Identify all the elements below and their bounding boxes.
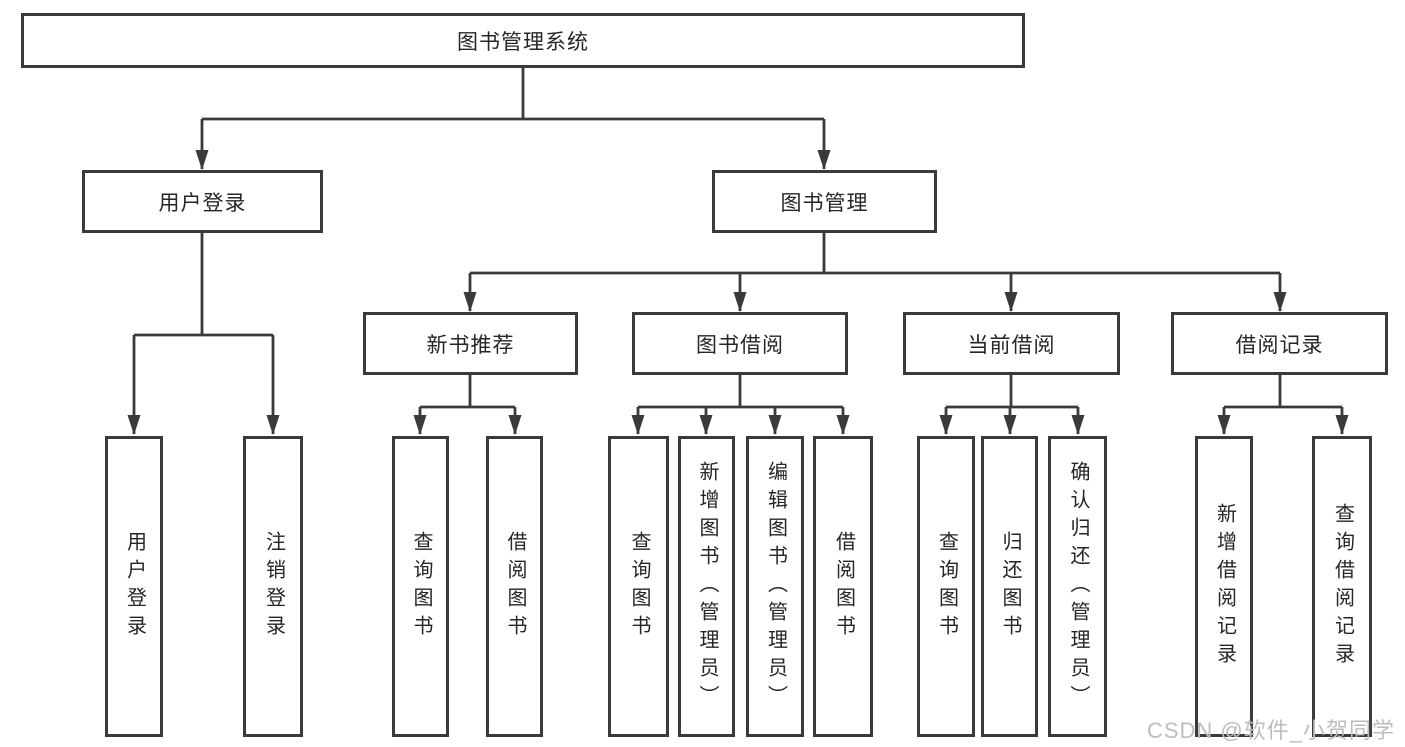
leaf-add-book-admin-label: 新增图书（管理员） [696, 460, 718, 713]
node-borrow-record: 借阅记录 [1171, 312, 1388, 375]
node-root: 图书管理系统 [21, 13, 1025, 68]
node-book-borrow-label: 图书借阅 [696, 333, 784, 357]
node-current-borrow: 当前借阅 [903, 312, 1120, 375]
node-book-management: 图书管理 [712, 170, 937, 233]
leaf-confirm-return-admin-label: 确认归还（管理员） [1067, 460, 1089, 713]
node-root-label: 图书管理系统 [457, 30, 589, 54]
node-new-book-recommend: 新书推荐 [363, 312, 578, 375]
leaf-return-book-label: 归还图书 [999, 530, 1021, 643]
leaf-query-book-3-label: 查询图书 [935, 530, 958, 643]
leaf-add-borrow-record-label: 新增借阅记录 [1213, 502, 1236, 671]
node-book-management-label: 图书管理 [780, 191, 869, 215]
leaf-add-borrow-record: 新增借阅记录 [1195, 436, 1253, 737]
leaf-return-book: 归还图书 [981, 436, 1038, 737]
leaf-logout: 注销登录 [243, 436, 303, 737]
leaf-query-borrow-record-label: 查询借阅记录 [1331, 502, 1354, 671]
node-book-borrow: 图书借阅 [632, 312, 848, 375]
leaf-borrow-book-2-label: 借阅图书 [832, 530, 855, 643]
node-user-login: 用户登录 [82, 170, 323, 233]
leaf-edit-book-admin: 编辑图书（管理员） [746, 436, 804, 737]
leaf-query-book-1-label: 查询图书 [410, 530, 432, 643]
leaf-borrow-book-1: 借阅图书 [486, 436, 543, 737]
leaf-logout-label: 注销登录 [262, 530, 285, 643]
leaf-user-login-label: 用户登录 [123, 530, 146, 643]
node-borrow-record-label: 借阅记录 [1235, 333, 1324, 357]
leaf-query-book-3: 查询图书 [917, 436, 975, 737]
leaf-user-login: 用户登录 [105, 436, 163, 737]
node-new-book-recommend-label: 新书推荐 [426, 333, 515, 357]
leaf-borrow-book-2: 借阅图书 [813, 436, 873, 737]
leaf-add-book-admin: 新增图书（管理员） [678, 436, 735, 737]
leaf-edit-book-admin-label: 编辑图书（管理员） [764, 460, 787, 713]
node-user-login-label: 用户登录 [158, 191, 247, 215]
leaf-confirm-return-admin: 确认归还（管理员） [1048, 436, 1107, 737]
leaf-query-book-2-label: 查询图书 [628, 530, 650, 643]
leaf-borrow-book-1-label: 借阅图书 [504, 530, 526, 643]
leaf-query-book-1: 查询图书 [392, 436, 449, 737]
leaf-query-borrow-record: 查询借阅记录 [1312, 436, 1372, 737]
leaf-query-book-2: 查询图书 [608, 436, 669, 737]
csdn-watermark: CSDN @软件_小贺同学 [1146, 718, 1395, 743]
node-current-borrow-label: 当前借阅 [967, 333, 1056, 357]
